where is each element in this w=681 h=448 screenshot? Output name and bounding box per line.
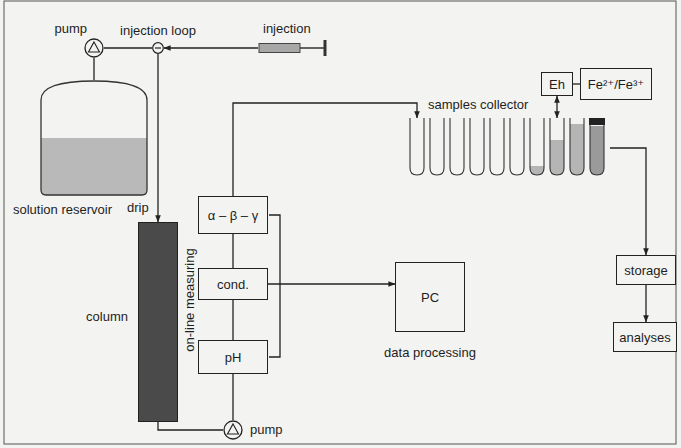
computer-box: PC (395, 262, 465, 332)
process-box: storage (616, 255, 676, 285)
detector-box: α – β – γ (198, 196, 268, 234)
caption-label: data processing (383, 345, 477, 360)
flow-line (573, 83, 580, 84)
pump-symbol-shape (223, 420, 243, 440)
section-label: on-line measuring (182, 247, 197, 352)
flow-line (158, 422, 223, 430)
node-text: cond. (217, 277, 249, 292)
sample-tubes: samples collector (405, 118, 610, 178)
node-label: pump (53, 21, 88, 36)
sample-tubes-shape (405, 118, 610, 178)
node-label: injection (262, 21, 312, 36)
node-label: samples collector (427, 97, 529, 112)
process-box: analyses (613, 322, 677, 352)
flow-line (232, 374, 233, 420)
flow-line (556, 96, 557, 118)
node-text: pH (225, 350, 242, 365)
node-label: injection loop (119, 23, 197, 38)
injection-valve: injection loop (152, 42, 164, 54)
node-label: solution reservoir (12, 202, 113, 217)
node-text: Fe²⁺/Fe³⁺ (588, 77, 644, 92)
flow-line (645, 285, 646, 322)
reservoir-vessel: solution reservoir (40, 80, 148, 196)
pump-symbol-shape (84, 38, 104, 58)
syringe-shape (258, 40, 330, 56)
flow-line (268, 283, 395, 284)
node-label: column (85, 309, 129, 324)
flow-line (232, 234, 233, 268)
node-text: analyses (619, 330, 670, 345)
flow-label: drip (126, 200, 150, 215)
reservoir-vessel-shape (40, 80, 148, 196)
flow-line (104, 47, 152, 48)
node-text: Eh (549, 77, 565, 92)
flow-line (164, 47, 258, 48)
node-text: storage (624, 263, 667, 278)
flow-line (93, 58, 94, 80)
flow-line (157, 54, 158, 222)
detector-box: pH (198, 340, 268, 374)
flow-line (233, 103, 417, 196)
pump-symbol: pump (223, 420, 243, 440)
node-text: α – β – γ (208, 208, 258, 223)
injection-valve-shape (152, 42, 164, 54)
node-text: PC (421, 290, 439, 305)
column: column (138, 222, 178, 422)
pump-symbol: pump (84, 38, 104, 58)
syringe: injection (258, 40, 330, 56)
probe-box: Eh (541, 72, 573, 96)
node-label: pump (249, 422, 284, 437)
detector-box: cond. (198, 268, 268, 300)
flow-line (232, 300, 233, 340)
flow-line (610, 148, 646, 255)
redox-box: Fe²⁺/Fe³⁺ (580, 68, 652, 100)
